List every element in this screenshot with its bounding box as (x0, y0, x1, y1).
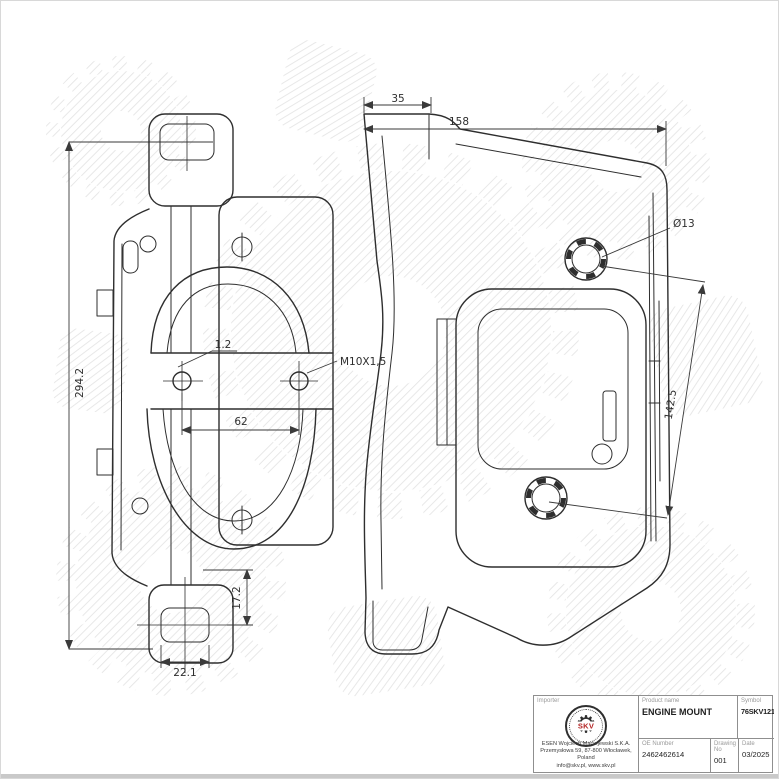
oe-number-cell: OE Number 2462462614 (638, 739, 710, 772)
title-block: Importer ⚙ SKV ESEN Wojciech Maciejewski… (533, 695, 774, 773)
drawing-no-cell: Drawing No 001 (710, 739, 738, 772)
left-plate-slot (122, 240, 139, 274)
front-view: 294.2 (65, 113, 386, 679)
product-name-label: Product name (642, 698, 680, 704)
small-hole (591, 443, 613, 465)
symbol-value: 76SKV121 (741, 707, 774, 716)
symbol-label: Symbol (741, 698, 762, 704)
watermark-shape (327, 595, 445, 697)
bushing-arch-bottom-inner (162, 408, 304, 522)
drawing-no-label: Drawing No (714, 741, 737, 753)
leader-line (548, 501, 668, 519)
bushing-arch-top-inner (166, 283, 297, 354)
dim-hole-distance: 142.5 (663, 389, 680, 421)
top-bolt (564, 237, 608, 281)
inner-left-contour (380, 135, 395, 590)
dim-overall-depth: 158 (449, 116, 469, 128)
dim-hole-spacing: 62 (234, 416, 247, 428)
watermark-shape (649, 295, 763, 417)
dim-hole-diameter: Ø13 (673, 218, 695, 230)
dim-line-hole-distance (665, 284, 706, 516)
oe-number-label: OE Number (642, 741, 674, 747)
right-plate-outline (218, 196, 334, 546)
skv-logo: ⚙ SKV (565, 705, 607, 747)
company-street: Przemysłowa 59, 87-800 Włocławek, Poland (540, 748, 632, 762)
leader-line (601, 227, 671, 258)
dim-slot-offset: 17.2 (231, 586, 243, 609)
importer-label: Importer (537, 698, 560, 704)
company-contact: info@skv.pl, www.skv.pl (556, 762, 616, 769)
inner-right-rail (648, 215, 652, 542)
dim-flange-offset: 1.2 (215, 339, 232, 351)
core-contour-inner (477, 308, 629, 470)
side-bar (602, 390, 617, 442)
side-outline (363, 113, 671, 655)
left-plate-hole (131, 497, 149, 515)
left-plate-inner (120, 243, 123, 551)
side-view: 35 158 (363, 93, 706, 655)
company-name: ESEN Wojciech Maciejewski S.K.A. (541, 740, 631, 747)
product-name-value: ENGINE MOUNT (642, 707, 713, 717)
date-label: Date (742, 741, 755, 747)
bushing-arch-bottom (146, 408, 317, 550)
dim-slot-width: 22.1 (173, 667, 196, 679)
foot-inner (372, 600, 429, 651)
watermark-shape (52, 328, 130, 414)
gear-watermark-icon (547, 507, 755, 715)
gear-watermark-icon (46, 56, 196, 206)
watermark-shape (275, 40, 377, 142)
dim-top-width: 35 (391, 93, 404, 105)
importer-address: ESEN Wojciech Maciejewski S.K.A. Przemys… (534, 741, 638, 770)
product-name-cell: Product name ENGINE MOUNT (638, 696, 737, 739)
leader-line (306, 360, 338, 374)
inner-right-contour (652, 192, 657, 542)
left-plate-outline (111, 208, 150, 587)
date-cell: Date 03/2025 (738, 739, 774, 772)
leader-line (177, 350, 213, 368)
symbol-cell: Symbol 76SKV121 (737, 696, 774, 739)
leader-line (600, 265, 706, 283)
bottom-bolt (524, 476, 568, 520)
bushing-arch-top (150, 266, 310, 354)
core-contour-outer (455, 288, 647, 568)
date-value: 03/2025 (742, 750, 770, 759)
logo-ring (569, 709, 603, 743)
left-clip-tab (96, 289, 114, 317)
drawing-no-value: 001 (714, 756, 727, 765)
dim-thread-spec: M10X1,5 (340, 356, 386, 368)
logo-text: SKV (576, 721, 596, 731)
inner-right-rail (658, 300, 661, 482)
oe-number-value: 2462462614 (642, 750, 685, 759)
dim-overall-height: 294.2 (74, 368, 86, 398)
inner-top-slope (455, 143, 642, 178)
gear-watermark-icon (203, 143, 579, 519)
left-plate-hole (139, 235, 157, 253)
left-clip-tab (96, 448, 114, 476)
importer-cell: Importer ⚙ SKV ESEN Wojciech Maciejewski… (534, 696, 638, 772)
